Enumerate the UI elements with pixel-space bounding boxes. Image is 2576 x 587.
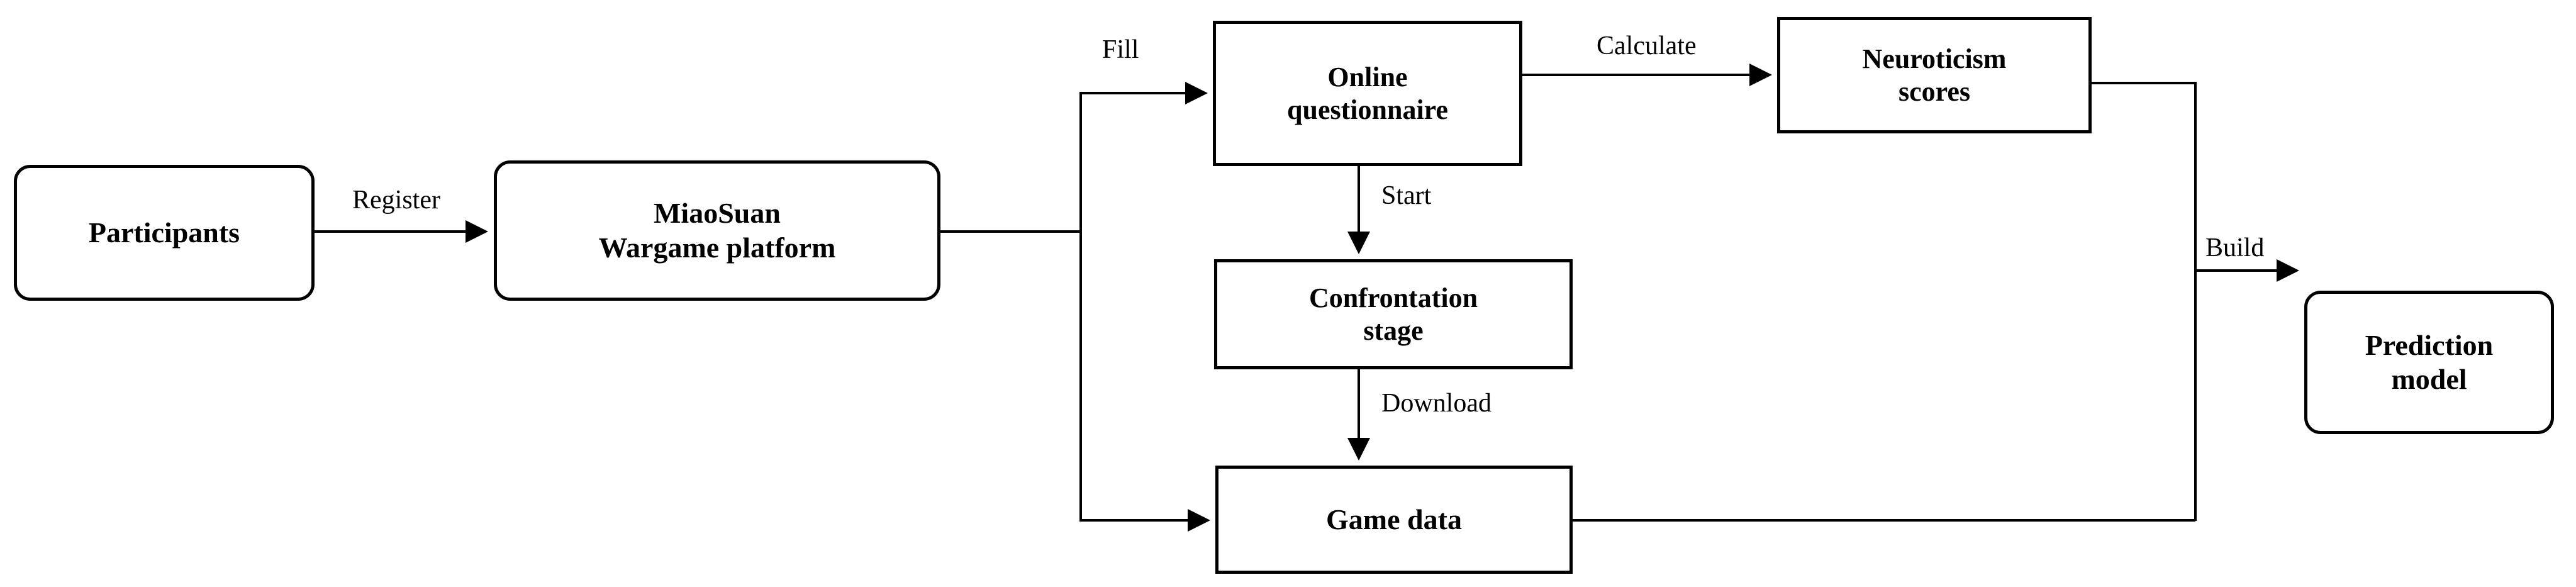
node-prediction[interactable]: Prediction model <box>2304 291 2554 434</box>
edge-label-calculate: Calculate <box>1597 31 1697 60</box>
edge-label-build: Build <box>2205 233 2265 262</box>
node-platform-label: MiaoSuan Wargame platform <box>598 197 836 264</box>
edge-neuroticism-to-bus <box>2092 82 2197 521</box>
edge-branch-to-gamedata <box>1079 232 1210 532</box>
node-platform[interactable]: MiaoSuan Wargame platform <box>494 160 940 301</box>
node-participants-label: Participants <box>88 216 240 249</box>
node-confrontation[interactable]: Confrontation stage <box>1214 259 1573 369</box>
node-confrontation-label: Confrontation stage <box>1308 282 1478 346</box>
node-gamedata[interactable]: Game data <box>1215 466 1573 574</box>
node-gamedata-label: Game data <box>1326 503 1462 535</box>
edge-label-fill: Fill <box>1102 35 1139 64</box>
edge-label-register: Register <box>352 186 440 215</box>
node-questionnaire[interactable]: Online questionnaire <box>1213 21 1522 166</box>
node-neuroticism-label: Neuroticism scores <box>1862 43 2007 107</box>
edge-label-start: Start <box>1381 181 1432 210</box>
node-questionnaire-label: Online questionnaire <box>1287 61 1448 125</box>
node-participants[interactable]: Participants <box>14 165 315 301</box>
edge-label-download: Download <box>1381 389 1492 418</box>
node-prediction-label: Prediction model <box>2365 328 2494 395</box>
edge-branch-to-questionnaire <box>1079 82 1208 232</box>
node-neuroticism[interactable]: Neuroticism scores <box>1777 17 2092 133</box>
